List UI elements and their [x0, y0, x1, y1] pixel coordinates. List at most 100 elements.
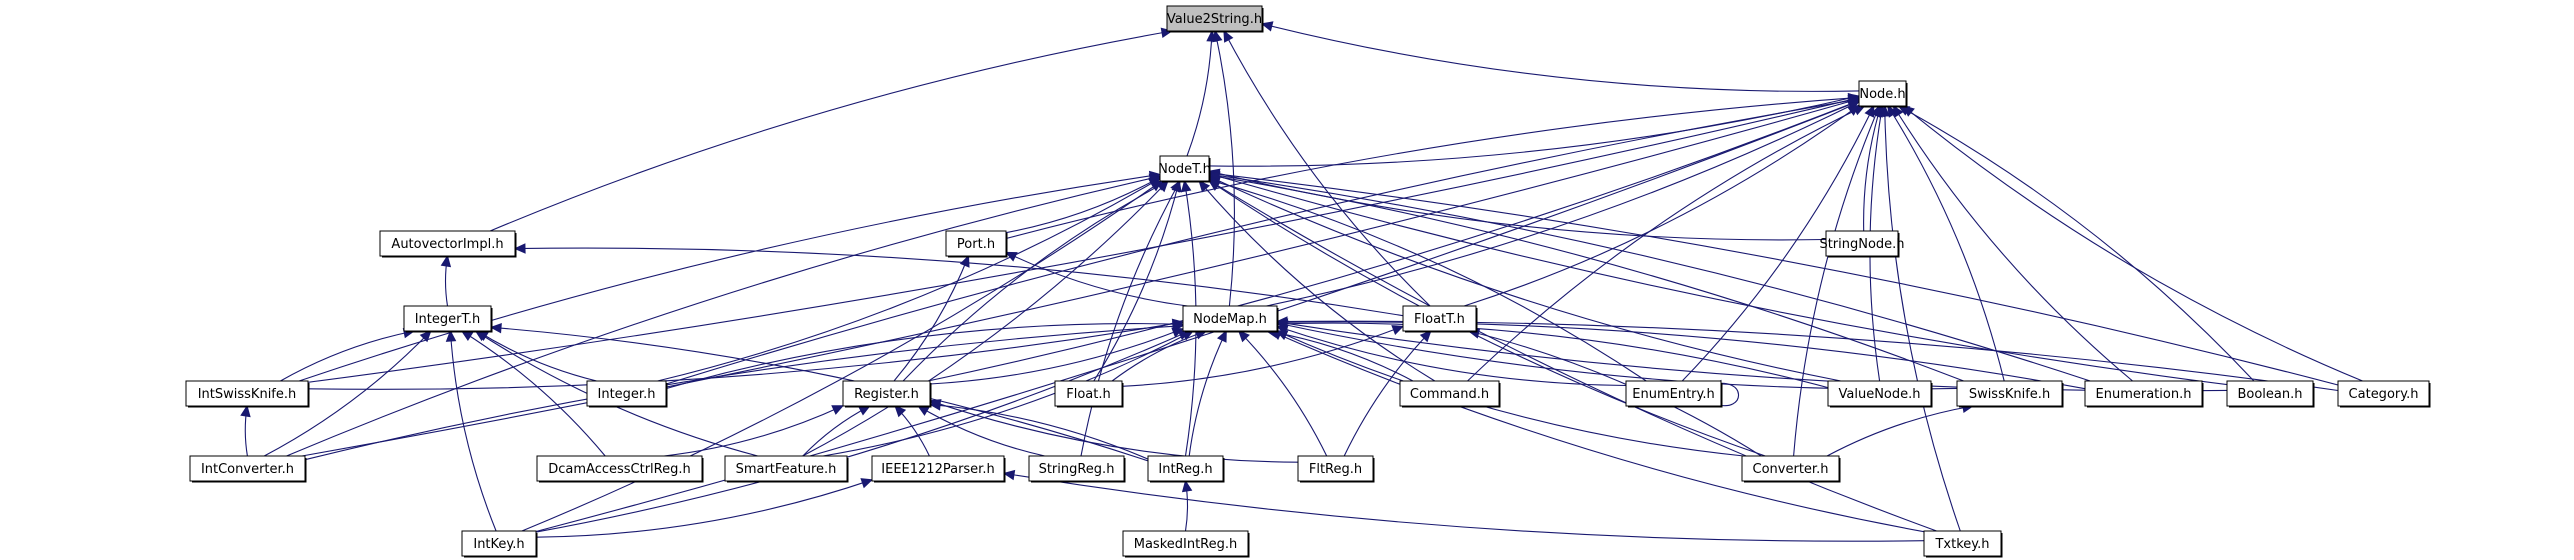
arrowhead-icon	[1181, 479, 1193, 493]
node-ieee1212-parser[interactable]: IEEE1212Parser.h	[871, 455, 1006, 483]
edge-int-swiss-knife-to-node	[307, 95, 1861, 383]
node-int-reg[interactable]: IntReg.h	[1147, 455, 1225, 483]
edge-float-t-to-autovector-impl	[513, 243, 1404, 317]
arrowhead-icon	[419, 330, 432, 343]
node-dcam-access-ctrl-reg[interactable]: DcamAccessCtrlReg.h	[536, 455, 704, 483]
node-label: NodeMap.h	[1193, 312, 1267, 327]
node-box	[2226, 380, 2314, 407]
node-label: Register.h	[854, 387, 919, 402]
node-box	[461, 530, 537, 557]
arrowhead-icon	[1004, 251, 1018, 262]
edge-int-key-to-node-map	[535, 330, 1191, 533]
node-label: Converter.h	[1753, 462, 1829, 477]
node-shadow	[2229, 383, 2315, 408]
node-shadow	[192, 458, 307, 483]
node-masked-int-reg[interactable]: MaskedIntReg.h	[1122, 530, 1250, 558]
node-converter[interactable]: Converter.h	[1741, 455, 1841, 483]
node-shadow	[1185, 308, 1279, 333]
node-category[interactable]: Category.h	[2337, 380, 2431, 408]
node-shadow	[1150, 458, 1225, 483]
node-label: IEEE1212Parser.h	[881, 462, 994, 477]
node-string-node[interactable]: StringNode.h	[1819, 230, 1905, 258]
edge-command-to-node-t	[1198, 180, 1436, 382]
node-shadow	[1402, 383, 1501, 408]
arrowhead-icon	[894, 405, 907, 418]
node-register[interactable]: Register.h	[842, 380, 932, 408]
node-string-reg[interactable]: StringReg.h	[1028, 455, 1126, 483]
node-port[interactable]: Port.h	[945, 230, 1008, 258]
node-label: Value2String.h	[1167, 12, 1262, 27]
edge-txtkey-to-node-t	[1207, 179, 1937, 532]
edge-autovector-impl-to-value2-string	[489, 27, 1174, 232]
node-shadow	[948, 233, 1008, 258]
node-shadow	[1169, 8, 1264, 33]
node-node-map[interactable]: NodeMap.h	[1182, 305, 1279, 333]
node-shadow	[539, 458, 704, 483]
arrowhead-icon	[1902, 105, 1915, 117]
node-label: Integer.h	[598, 387, 656, 402]
node-shadow	[2340, 383, 2431, 408]
edge-int-key-to-node-t	[521, 180, 1163, 532]
node-enumeration[interactable]: Enumeration.h	[2084, 380, 2204, 408]
node-label: NodeT.h	[1158, 162, 1211, 177]
arrowhead-icon	[240, 404, 251, 418]
node-node-t[interactable]: NodeT.h	[1158, 155, 1211, 183]
arrowhead-icon	[1181, 179, 1192, 193]
node-flt-reg[interactable]: FltReg.h	[1297, 455, 1375, 483]
node-float[interactable]: Float.h	[1054, 380, 1124, 408]
node-label: IntKey.h	[473, 537, 524, 552]
arrowhead-icon	[440, 254, 452, 268]
node-enum-entry[interactable]: EnumEntry.h	[1625, 380, 1723, 408]
edge-string-node-to-node-t	[1207, 168, 1827, 241]
node-value-node[interactable]: ValueNode.h	[1827, 380, 1933, 408]
edge-register-to-port	[893, 254, 970, 382]
arrowhead-icon	[1172, 321, 1185, 332]
edge-node-t-to-value2-string	[1186, 29, 1217, 157]
node-integer-t[interactable]: IntegerT.h	[403, 305, 493, 333]
edge-boolean-to-node	[1897, 105, 2255, 382]
arrowhead-icon	[1170, 179, 1181, 193]
node-shadow	[1125, 533, 1250, 558]
node-command[interactable]: Command.h	[1399, 380, 1501, 408]
node-integer[interactable]: Integer.h	[586, 380, 668, 408]
node-node[interactable]: Node.h	[1858, 80, 1908, 108]
node-value2-string[interactable]: Value2String.h	[1166, 5, 1264, 33]
node-box	[1625, 380, 1722, 407]
node-shadow	[1861, 83, 1908, 108]
node-label: StringNode.h	[1819, 237, 1904, 252]
node-box	[1956, 380, 2063, 407]
node-autovector-impl[interactable]: AutovectorImpl.h	[379, 230, 517, 258]
edge-enumeration-to-node-t	[1207, 170, 2091, 382]
edge-category-to-node	[1902, 105, 2363, 382]
node-shadow	[1405, 308, 1478, 333]
node-int-key[interactable]: IntKey.h	[461, 530, 538, 558]
edge-dcam-access-ctrl-reg-to-register	[663, 405, 845, 457]
node-label: Port.h	[957, 237, 995, 252]
arrowhead-icon	[1216, 329, 1227, 343]
edge-node-to-value2-string	[1260, 21, 1860, 92]
node-int-converter[interactable]: IntConverter.h	[189, 455, 307, 483]
arrowhead-icon	[445, 329, 457, 342]
edge-port-to-node-t	[1005, 176, 1162, 234]
edge-integer-to-node-map	[665, 318, 1185, 390]
node-box	[724, 455, 848, 482]
arrowhead-icon	[1212, 29, 1223, 43]
arrowhead-icon	[1847, 104, 1860, 116]
node-smart-feature[interactable]: SmartFeature.h	[724, 455, 849, 483]
node-box	[586, 380, 667, 407]
node-shadow	[727, 458, 849, 483]
node-float-t[interactable]: FloatT.h	[1402, 305, 1478, 333]
node-shadow	[382, 233, 517, 258]
node-box	[1399, 380, 1500, 407]
node-box	[871, 455, 1005, 482]
edge-dcam-access-ctrl-reg-to-integer-t	[460, 330, 606, 457]
node-shadow	[464, 533, 538, 558]
node-txtkey[interactable]: Txtkey.h	[1923, 530, 2003, 558]
node-boolean[interactable]: Boolean.h	[2226, 380, 2315, 408]
edge-value-node-to-node-t	[1207, 175, 1842, 382]
node-box	[1054, 380, 1123, 407]
node-int-swiss-knife[interactable]: IntSwissKnife.h	[185, 380, 310, 408]
node-label: SwissKnife.h	[1969, 387, 2050, 402]
node-box	[185, 380, 309, 407]
node-swiss-knife[interactable]: SwissKnife.h	[1956, 380, 2064, 408]
